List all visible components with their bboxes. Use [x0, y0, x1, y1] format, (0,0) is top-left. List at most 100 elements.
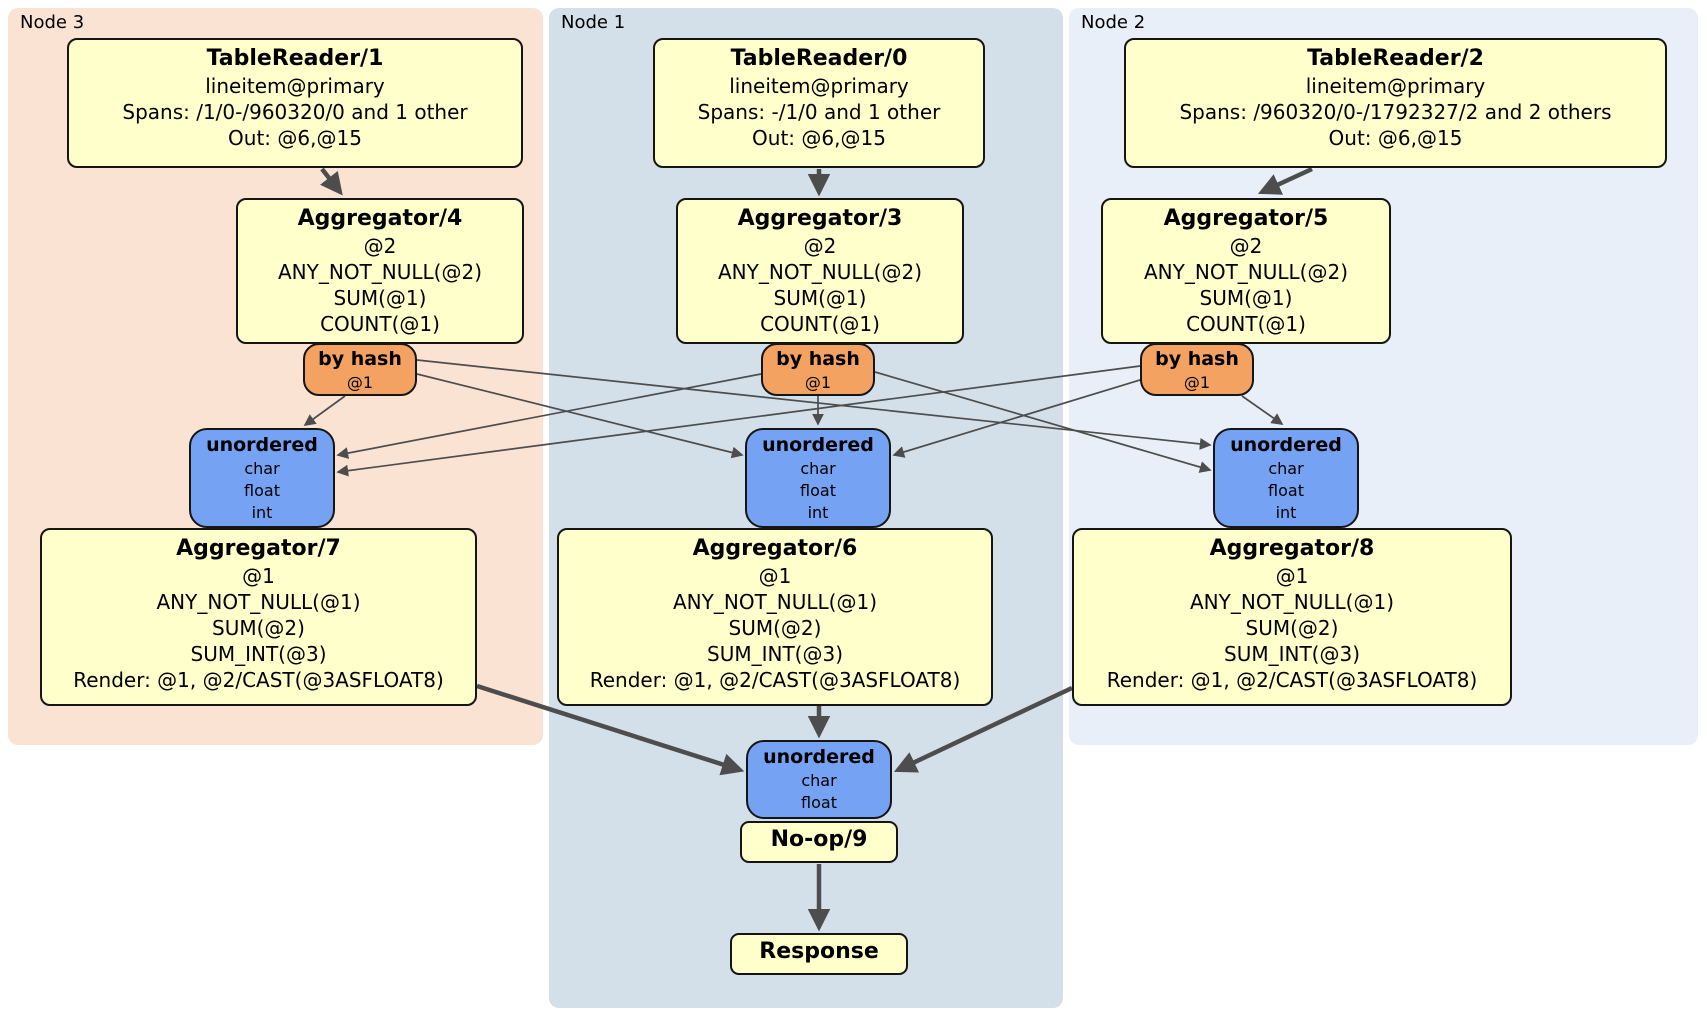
region-label-node1: Node 1 [561, 12, 626, 33]
processor-response: Response [730, 933, 908, 975]
processor-line: @1 [758, 564, 792, 588]
processor-title: No-op/9 [770, 827, 868, 852]
router-title: by hash [776, 348, 860, 370]
processor-line: SUM(@1) [773, 286, 867, 310]
sync-title: unordered [763, 746, 875, 768]
edge-byhash2-unordered2 [1241, 395, 1284, 425]
processor-line: SUM(@2) [728, 616, 822, 640]
sync-line: int [1275, 503, 1297, 522]
processor-aggregator-7: Aggregator/7 @1 ANY_NOT_NULL(@1) SUM(@2)… [40, 528, 477, 706]
processor-line: Render: @1, @2/CAST(@3ASFLOAT8) [73, 668, 444, 692]
processor-title: TableReader/2 [1307, 46, 1484, 71]
processor-aggregator-3: Aggregator/3 @2 ANY_NOT_NULL(@2) SUM(@1)… [676, 198, 964, 344]
router-line: @1 [346, 373, 374, 392]
sync-line: float [801, 793, 837, 812]
processor-title: Response [759, 939, 879, 964]
processor-line: ANY_NOT_NULL(@1) [673, 590, 877, 614]
router-line: @1 [804, 373, 832, 392]
sync-title: unordered [1230, 434, 1342, 456]
edge-aggregator7-funnel [476, 683, 745, 776]
router-title: by hash [1155, 348, 1239, 370]
processor-line: Spans: /960320/0-/1792327/2 and 2 others [1179, 100, 1612, 124]
processor-line: @2 [1229, 234, 1263, 258]
processor-aggregator-8: Aggregator/8 @1 ANY_NOT_NULL(@1) SUM(@2)… [1072, 528, 1512, 706]
processor-tablereader-0: TableReader/0 lineitem@primary Spans: -/… [653, 38, 985, 168]
sync-line: float [800, 481, 836, 500]
processor-line: COUNT(@1) [760, 312, 880, 336]
edge-aggregator8-funnel [893, 685, 1073, 773]
router-by-hash-node1: by hash @1 [761, 343, 875, 396]
processor-line: ANY_NOT_NULL(@2) [1144, 260, 1348, 284]
sync-unordered-node3: unordered char float int [189, 428, 335, 528]
sync-line: char [801, 771, 837, 790]
sync-line: char [1268, 459, 1304, 478]
processor-line: Out: @6,@15 [752, 126, 886, 150]
processor-line: SUM(@2) [212, 616, 305, 640]
sync-line: char [800, 459, 836, 478]
processor-line: COUNT(@1) [1186, 312, 1306, 336]
edge-byhash3-unordered1 [416, 373, 744, 459]
processor-line: Render: @1, @2/CAST(@3ASFLOAT8) [1106, 668, 1478, 692]
processor-line: COUNT(@1) [320, 312, 440, 336]
processor-line: Out: @6,@15 [1328, 126, 1463, 150]
sync-line: float [244, 481, 280, 500]
sync-unordered-final: unordered char float [746, 740, 892, 819]
processor-tablereader-2: TableReader/2 lineitem@primary Spans: /9… [1124, 38, 1667, 168]
edge-byhash3-unordered3 [303, 395, 346, 426]
processor-aggregator-5: Aggregator/5 @2 ANY_NOT_NULL(@2) SUM(@1)… [1101, 198, 1391, 344]
processor-line: @2 [803, 234, 837, 258]
processor-title: TableReader/1 [206, 46, 384, 71]
processor-title: Aggregator/6 [692, 536, 858, 561]
processor-line: SUM_INT(@3) [1224, 642, 1360, 666]
edge-byhash2-unordered3 [336, 365, 1141, 477]
processor-line: lineitem@primary [1305, 74, 1486, 98]
processor-line: @1 [1275, 564, 1309, 588]
processor-title: Aggregator/8 [1209, 536, 1375, 561]
processor-line: ANY_NOT_NULL(@1) [1190, 590, 1394, 614]
processor-line: lineitem@primary [205, 74, 385, 98]
processor-line: Out: @6,@15 [228, 126, 362, 150]
sync-title: unordered [762, 434, 874, 456]
processor-line: ANY_NOT_NULL(@2) [718, 260, 922, 284]
sync-title: unordered [206, 434, 318, 456]
processor-line: Render: @1, @2/CAST(@3ASFLOAT8) [589, 668, 961, 692]
processor-line: SUM(@1) [1199, 286, 1293, 310]
processor-line: @1 [242, 564, 275, 588]
processor-aggregator-4: Aggregator/4 @2 ANY_NOT_NULL(@2) SUM(@1)… [236, 198, 524, 344]
processor-title: TableReader/0 [730, 46, 908, 71]
region-label-node3: Node 3 [20, 12, 85, 33]
sync-line: char [244, 459, 280, 478]
processor-title: Aggregator/4 [297, 206, 463, 231]
edge-byhash1-unordered2 [874, 371, 1212, 473]
router-line: @1 [1183, 373, 1211, 392]
processor-line: @2 [363, 234, 397, 258]
sync-line: int [807, 503, 829, 522]
processor-line: SUM(@2) [1245, 616, 1339, 640]
processor-title: Aggregator/3 [737, 206, 903, 231]
region-label-node2: Node 2 [1081, 12, 1146, 33]
processor-line: Spans: -/1/0 and 1 other [697, 100, 941, 124]
edge-tablereader2-aggregator5 [1257, 166, 1313, 195]
processor-aggregator-6: Aggregator/6 @1 ANY_NOT_NULL(@1) SUM(@2)… [557, 528, 993, 706]
processor-line: ANY_NOT_NULL(@1) [156, 590, 361, 614]
processor-line: ANY_NOT_NULL(@2) [278, 260, 482, 284]
processor-line: SUM_INT(@3) [190, 642, 327, 666]
processor-title: Aggregator/5 [1163, 206, 1329, 231]
router-by-hash-node3: by hash @1 [303, 343, 417, 396]
processor-line: SUM(@1) [333, 286, 427, 310]
sync-unordered-node1: unordered char float int [745, 428, 891, 528]
processor-line: lineitem@primary [729, 74, 909, 98]
router-title: by hash [318, 348, 402, 370]
processor-tablereader-1: TableReader/1 lineitem@primary Spans: /1… [67, 38, 523, 168]
edge-byhash2-unordered1 [892, 379, 1141, 458]
edge-tablereader1-aggregator4 [320, 167, 343, 196]
processor-line: Spans: /1/0-/960320/0 and 1 other [122, 100, 468, 124]
processor-title: Aggregator/7 [176, 536, 341, 561]
processor-noop-9: No-op/9 [740, 821, 898, 863]
sync-line: int [251, 503, 273, 522]
sync-unordered-node2: unordered char float int [1213, 428, 1359, 528]
edge-byhash1-unordered3 [336, 373, 762, 459]
router-by-hash-node2: by hash @1 [1140, 343, 1254, 396]
